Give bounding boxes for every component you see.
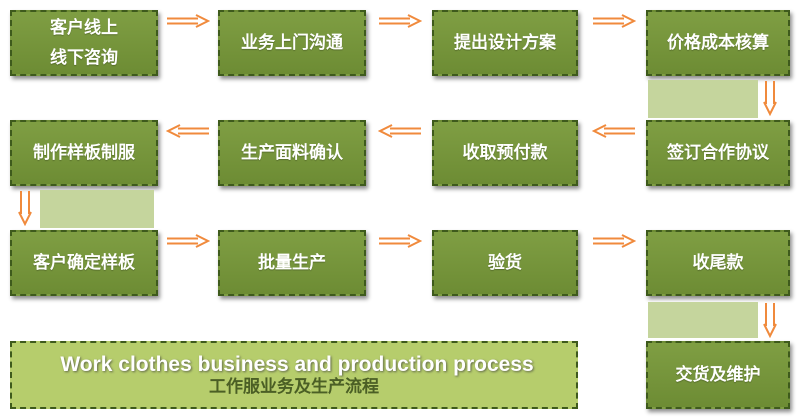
footer-title-en: Work clothes business and production pro… — [60, 353, 534, 376]
arrow-right-icon — [593, 234, 636, 248]
arrow-left-icon — [592, 124, 635, 138]
step-final-payment-label: 收尾款 — [692, 253, 744, 273]
step-confirm-sample: 客户确定样板 — [10, 230, 158, 296]
step-visit-label: 业务上门沟通 — [241, 33, 343, 53]
step-pricing-label: 价格成本核算 — [667, 33, 769, 53]
arrow-down-icon — [18, 191, 32, 226]
step-final-payment: 收尾款 — [646, 230, 790, 296]
step-deposit-label: 收取预付款 — [462, 143, 548, 163]
step-pricing: 价格成本核算 — [646, 10, 790, 76]
step-sample-label: 制作样板制服 — [33, 143, 135, 163]
pale-block-3 — [648, 302, 758, 338]
footer-banner: Work clothes business and production pro… — [10, 341, 578, 409]
step-mass-production: 批量生产 — [218, 230, 366, 296]
arrow-right-icon — [379, 234, 422, 248]
step-design-label: 提出设计方案 — [454, 33, 556, 53]
arrow-right-icon — [379, 14, 422, 28]
step-consult: 客户线上 线下咨询 — [10, 10, 158, 76]
step-consult-line1: 客户线上 — [50, 18, 118, 38]
arrow-left-icon — [378, 124, 421, 138]
step-sample: 制作样板制服 — [10, 120, 158, 186]
step-inspection: 验货 — [432, 230, 578, 296]
step-design: 提出设计方案 — [432, 10, 578, 76]
arrow-left-icon — [166, 124, 209, 138]
step-inspection-label: 验货 — [488, 253, 522, 273]
footer-title-zh: 工作服业务及生产流程 — [209, 377, 379, 397]
arrow-right-icon — [167, 234, 210, 248]
step-confirm-sample-label: 客户确定样板 — [33, 253, 135, 273]
step-contract-label: 签订合作协议 — [667, 143, 769, 163]
arrow-right-icon — [167, 14, 210, 28]
arrow-down-icon — [763, 81, 777, 116]
pale-block-2 — [40, 190, 154, 228]
step-mass-production-label: 批量生产 — [258, 253, 326, 273]
arrow-right-icon — [593, 14, 636, 28]
step-delivery: 交货及维护 — [646, 341, 790, 409]
step-fabric: 生产面料确认 — [218, 120, 366, 186]
step-fabric-label: 生产面料确认 — [241, 143, 343, 163]
arrow-down-icon — [763, 303, 777, 338]
step-visit: 业务上门沟通 — [218, 10, 366, 76]
step-consult-line2: 线下咨询 — [50, 48, 118, 68]
pale-block-1 — [648, 80, 758, 118]
step-delivery-label: 交货及维护 — [675, 365, 761, 385]
step-deposit: 收取预付款 — [432, 120, 578, 186]
step-contract: 签订合作协议 — [646, 120, 790, 186]
